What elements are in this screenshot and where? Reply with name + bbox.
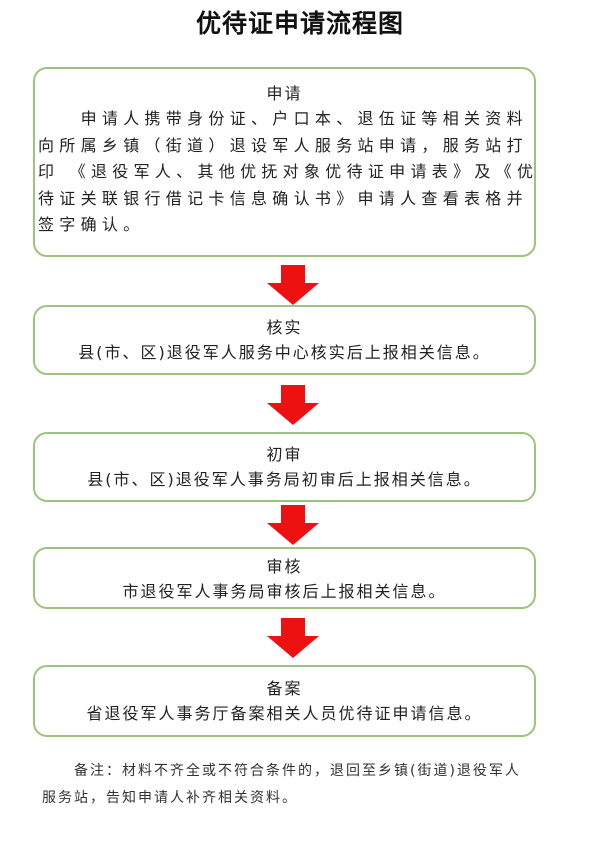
step-text: 市退役军人事务局审核后上报相关信息。 (122, 582, 447, 601)
step-text: 县(市、区)退役军人事务局初审后上报相关信息。 (87, 470, 482, 489)
down-arrow-icon (267, 618, 319, 658)
down-arrow-icon (267, 385, 319, 425)
step-text-line: 申请人携带身份证、户口本、退伍证等相关资料 (38, 109, 528, 128)
step-preliminary-review: 初审 县(市、区)退役军人事务局初审后上报相关信息。 (33, 432, 536, 502)
note-line: 服务站，告知申请人补齐相关资料。 (42, 790, 298, 806)
step-heading: 审核 (266, 557, 303, 576)
step-apply: 申请 申请人携带身份证、户口本、退伍证等相关资料 向所属乡镇（街道）退设军人服务… (33, 67, 536, 257)
step-text: 县(市、区)退役军人服务中心核实后上报相关信息。 (78, 343, 491, 362)
step-text-line: 待证关联银行借记卡信息确认书》申请人查看表格并 (38, 188, 528, 208)
step-heading: 核实 (266, 318, 303, 337)
step-audit: 审核 市退役军人事务局审核后上报相关信息。 (33, 547, 536, 609)
down-arrow-icon (267, 265, 319, 305)
step-heading: 备案 (266, 679, 303, 698)
step-text-line: 向所属乡镇（街道）退设军人服务站申请，服务站打 (38, 135, 528, 155)
step-text-line: 签字确认。 (38, 215, 145, 234)
page-title: 优待证申请流程图 (195, 9, 404, 38)
step-record: 备案 省退役军人事务厅备案相关人员优待证申请信息。 (33, 665, 536, 737)
down-arrow-icon (267, 505, 319, 545)
step-verify: 核实 县(市、区)退役军人服务中心核实后上报相关信息。 (33, 305, 536, 375)
step-heading: 初审 (266, 445, 303, 464)
note-line: 备注：材料不齐全或不符合条件的，退回至乡镇(街道)退役军人 (42, 763, 521, 779)
step-heading: 申请 (266, 84, 303, 103)
step-text: 省退役军人事务厅备案相关人员优待证申请信息。 (86, 704, 483, 723)
step-text-line: 印 《退役军人、其他优抚对象优待证申请表》及《优 (38, 162, 539, 181)
